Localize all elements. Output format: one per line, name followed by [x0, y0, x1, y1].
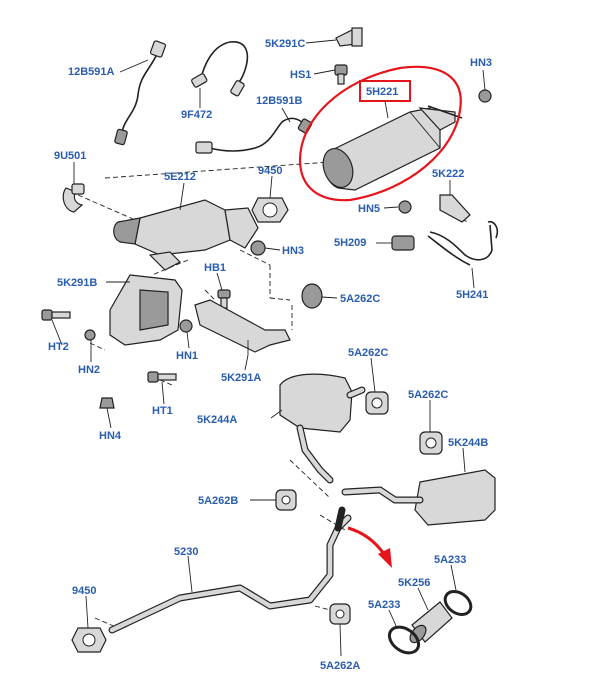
label-5a262b: 5A262B	[198, 495, 238, 507]
highlight-arrow	[347, 526, 386, 555]
bracket-9u501	[62, 183, 85, 213]
gasket-9450-top	[251, 197, 289, 223]
nut-hn4	[99, 397, 115, 409]
nut-hn1	[179, 319, 193, 333]
bracket-5k291b	[109, 274, 183, 346]
clamp-5a233-top	[443, 590, 473, 616]
label-5230: 5230	[174, 546, 198, 558]
label-5k256: 5K256	[398, 577, 430, 589]
label-hn3-mid: HN3	[282, 245, 304, 257]
highlight-ellipse	[298, 65, 462, 202]
catalytic-converter-5e212	[113, 199, 259, 271]
label-hn3-top: HN3	[470, 57, 492, 69]
label-hs1: HS1	[290, 69, 311, 81]
nut-hn2	[84, 329, 96, 341]
oxygen-sensor-12b591a	[114, 40, 167, 146]
gasket-9450-bottom	[71, 627, 107, 653]
rubber-mount-5a262c-1	[301, 283, 323, 309]
muffler-5k244a	[279, 373, 366, 484]
label-hn2: HN2	[78, 364, 100, 376]
rubber-mount-5a262c-2	[365, 391, 389, 415]
nut-hn5	[398, 200, 412, 214]
label-5k291a: 5K291A	[221, 372, 261, 384]
label-5a262c-1: 5A262C	[340, 293, 380, 305]
label-5k222: 5K222	[432, 168, 464, 180]
sleeve-5k256	[409, 601, 453, 644]
label-5a262c-3: 5A262C	[408, 389, 448, 401]
leader-lines	[51, 39, 486, 657]
clamp-5a233-bottom	[387, 625, 421, 655]
label-hb1: HB1	[204, 262, 226, 274]
label-5a262a: 5A262A	[320, 660, 360, 672]
label-9450-top: 9450	[258, 165, 282, 177]
label-9450-bottom: 9450	[72, 585, 96, 597]
bolt-ht1	[147, 371, 177, 383]
rubber-mount-5a262a	[329, 603, 351, 625]
label-5k244a: 5K244A	[197, 414, 237, 426]
label-5e212: 5E212	[164, 171, 196, 183]
label-9u501: 9U501	[54, 150, 86, 162]
pipe-5h241	[427, 220, 499, 266]
label-12b591b: 12B591B	[256, 95, 303, 107]
label-12b591a: 12B591A	[68, 66, 115, 78]
muffler-5k244b	[341, 469, 496, 526]
part-labels: 5K291C HN3 12B591A HS1 5H221 12B591B 9F4…	[48, 38, 492, 672]
sensor-9f472	[191, 41, 249, 97]
label-5h241: 5H241	[456, 289, 488, 301]
label-5h221: 5H221	[366, 86, 398, 98]
rubber-mount-5a262c-3	[419, 431, 443, 455]
sensor-12b591b	[195, 117, 313, 154]
label-5k291b: 5K291B	[57, 277, 97, 289]
particulate-filter-5h221	[322, 105, 463, 191]
label-hn5: HN5	[358, 203, 380, 215]
bolt-hb1	[217, 289, 231, 309]
label-5a262c-2: 5A262C	[348, 347, 388, 359]
label-9f472: 9F472	[181, 109, 212, 121]
rubber-mount-5a262b	[275, 489, 297, 511]
label-ht2: HT2	[48, 341, 69, 353]
bracket-5k222	[439, 194, 471, 223]
bracket-5k291c	[335, 27, 363, 47]
label-5h209: 5H209	[334, 237, 366, 249]
highlight-arrow-head	[378, 548, 392, 568]
bolt-ht2	[41, 309, 71, 321]
nut-hn3-top	[478, 89, 492, 103]
stud-hs1	[334, 64, 348, 85]
intermediate-pipe-5230	[108, 506, 352, 634]
label-5a233-top: 5A233	[434, 554, 466, 566]
label-5k291c: 5K291C	[265, 38, 305, 50]
label-ht1: HT1	[152, 405, 173, 417]
label-5k244b: 5K244B	[448, 437, 488, 449]
label-hn4: HN4	[99, 430, 122, 442]
bracket-5k291a	[194, 299, 291, 355]
nut-hn3-mid	[250, 240, 266, 256]
label-hn1: HN1	[176, 350, 198, 362]
sensor-5h209	[391, 235, 415, 251]
label-5a233-bottom: 5A233	[368, 599, 400, 611]
